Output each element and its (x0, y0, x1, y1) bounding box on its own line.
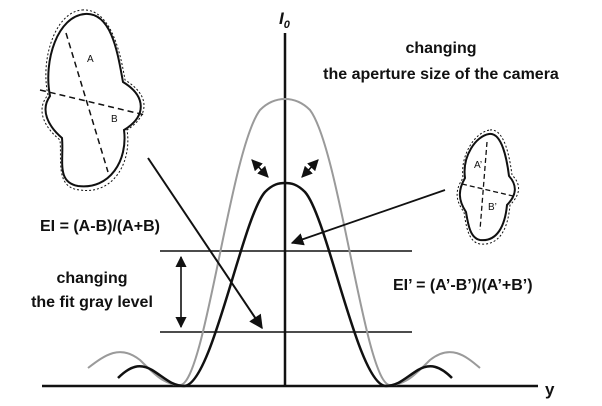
axis-b-prime-line (461, 183, 514, 197)
y-axis-label: I0 (279, 9, 291, 31)
graylevel-caption-line1: changing (56, 270, 127, 287)
axis-a-line (65, 32, 109, 173)
ei-prime-formula: EI’ = (A’-B’)/(A’+B’) (393, 277, 533, 294)
aperture-arrow-left (251, 159, 269, 178)
label-b: B (111, 114, 118, 125)
label-b-prime: B’ (488, 202, 497, 213)
gray-intensity-curve (87, 97, 481, 387)
x-axis-label: y (545, 380, 555, 399)
axis-b-line (39, 89, 146, 116)
right-particle-shape: A’ B’ (456, 129, 519, 245)
graylevel-caption-line2: the fit gray level (31, 294, 153, 311)
aperture-caption-line2: the aperture size of the camera (323, 66, 559, 83)
label-a-prime: A’ (474, 160, 482, 171)
label-a: A (87, 54, 94, 65)
dark-intensity-curve (117, 181, 453, 388)
axis-a-prime-line (479, 141, 488, 231)
left-particle-shape: A B (39, 9, 146, 191)
aperture-arrow-right (301, 159, 319, 178)
ei-formula: EI = (A-B)/(A+B) (40, 218, 160, 235)
right-shape-pointer (290, 189, 446, 246)
aperture-caption-line1: changing (405, 40, 476, 57)
left-shape-pointer (147, 157, 263, 330)
